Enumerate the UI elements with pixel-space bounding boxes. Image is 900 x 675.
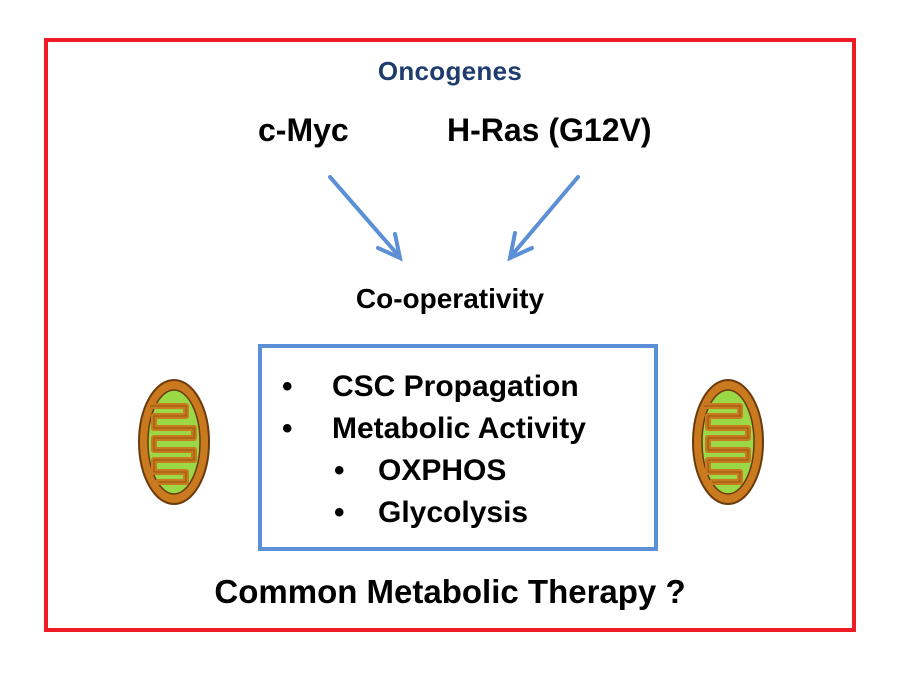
bullet: • <box>334 496 345 529</box>
oncogene-c-myc: c-Myc <box>258 112 349 148</box>
mitochondrion-icon <box>692 379 764 505</box>
bullet: • <box>282 412 293 445</box>
effect-sublabel: Glycolysis <box>378 496 529 529</box>
diagram-title: Oncogenes <box>377 56 523 86</box>
arrow-icon-right <box>507 175 580 262</box>
effects-box: • CSC Propagation • Metabolic Activity •… <box>258 344 658 551</box>
outer-frame <box>44 38 856 632</box>
oncogene-h-ras: H-Ras (G12V) <box>447 112 652 148</box>
bullet: • <box>282 370 293 403</box>
effect-item: • CSC Propagation <box>282 370 579 404</box>
effect-label: Metabolic Activity <box>332 412 586 445</box>
effect-sublabel: OXPHOS <box>378 454 507 487</box>
effect-label: CSC Propagation <box>332 370 579 403</box>
arrow-icon-left <box>328 175 403 262</box>
therapy-question: Common Metabolic Therapy ? <box>214 573 686 610</box>
effect-item: • Metabolic Activity <box>282 412 586 446</box>
mitochondrion-icon <box>138 379 210 505</box>
effect-subitem: • Glycolysis <box>334 496 529 530</box>
cooperativity-label: Co-operativity <box>355 283 545 314</box>
effect-subitem: • OXPHOS <box>334 454 507 488</box>
bullet: • <box>334 454 345 487</box>
